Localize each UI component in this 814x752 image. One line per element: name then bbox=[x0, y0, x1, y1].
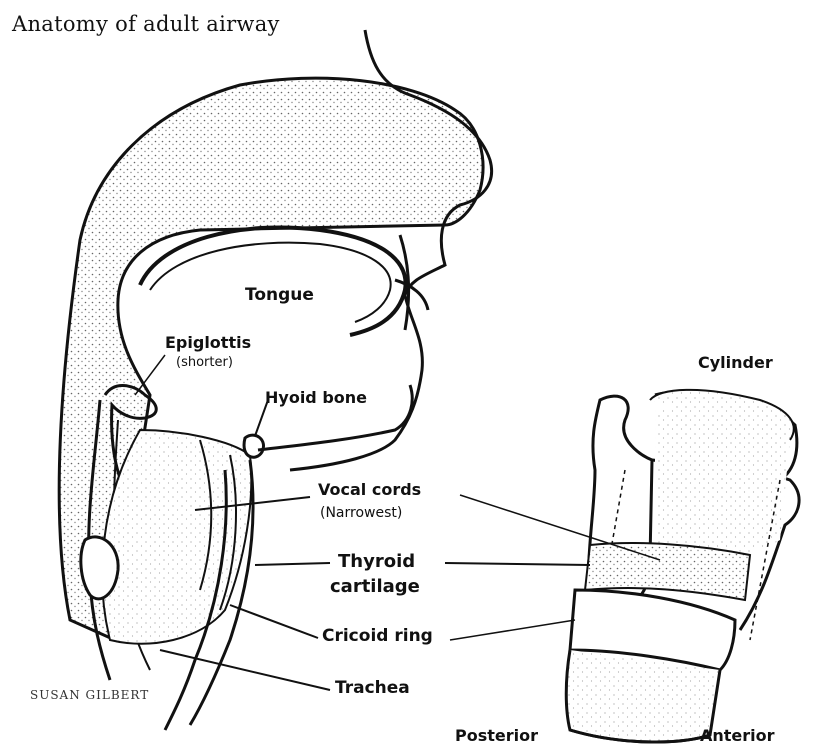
label-trachea: Trachea bbox=[335, 680, 410, 698]
label-thyroid-line2: cartilage bbox=[330, 578, 420, 597]
leader-thyroid-cylinder bbox=[445, 563, 590, 565]
label-cylinder: Cylinder bbox=[698, 355, 773, 372]
label-vocal-cords-note: (Narrowest) bbox=[320, 506, 402, 521]
label-epiglottis: Epiglottis bbox=[165, 335, 251, 352]
label-thyroid-line1: Thyroid bbox=[338, 553, 415, 572]
illustrator-credit: SUSAN GILBERT bbox=[30, 688, 149, 702]
hyoid-bone-shape bbox=[244, 435, 263, 457]
label-tongue: Tongue bbox=[245, 287, 314, 305]
label-anterior: Anterior bbox=[700, 728, 775, 745]
label-cricoid-ring: Cricoid ring bbox=[322, 628, 433, 646]
tongue-fill bbox=[150, 243, 391, 322]
label-vocal-cords: Vocal cords bbox=[318, 482, 421, 499]
esophagus bbox=[81, 537, 118, 599]
leader-cricoid-cylinder bbox=[450, 620, 575, 640]
label-epiglottis-note: (shorter) bbox=[176, 356, 233, 370]
label-hyoid-bone: Hyoid bone bbox=[265, 390, 367, 407]
diagram-title: Anatomy of adult airway bbox=[12, 12, 280, 36]
larynx-mass bbox=[102, 430, 251, 644]
leader-thyroid bbox=[255, 563, 330, 565]
leader-cricoid bbox=[230, 605, 318, 638]
label-posterior: Posterior bbox=[455, 728, 538, 745]
